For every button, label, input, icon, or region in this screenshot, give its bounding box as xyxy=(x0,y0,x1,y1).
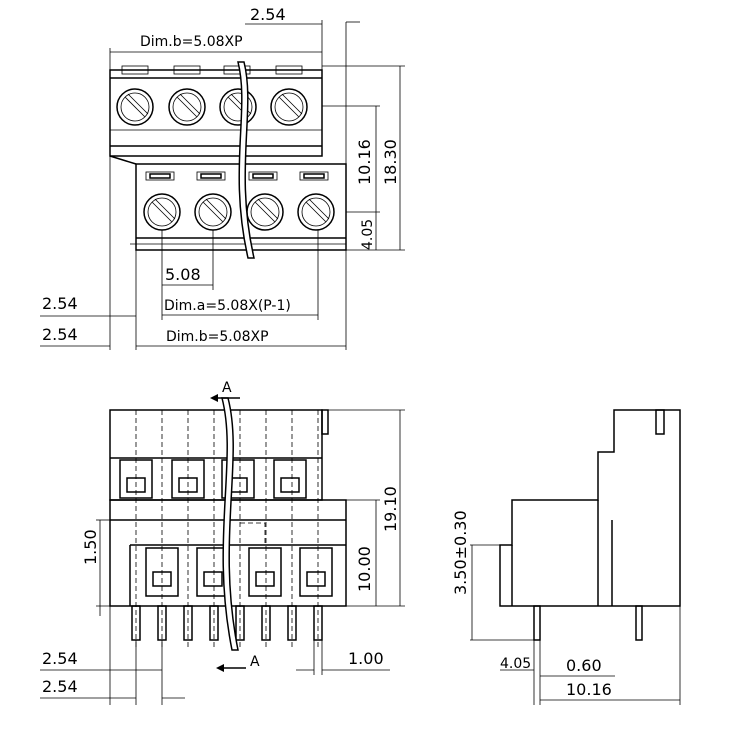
break-line xyxy=(237,61,255,259)
front-view: A A 10.00 19.10 1.50 2.54 2.54 1.00 xyxy=(40,380,405,705)
dim-100: 1.00 xyxy=(348,649,384,668)
lower-screws xyxy=(143,193,335,231)
dim-height-1016: 10.16 xyxy=(355,139,374,185)
dim-1000: 10.00 xyxy=(355,546,374,592)
dim-405-top: 4.05 xyxy=(360,219,376,250)
front-upper-windows xyxy=(119,459,307,499)
side-body-outline xyxy=(499,409,681,607)
dim-060: 0.60 xyxy=(566,656,602,675)
dim-1910: 19.10 xyxy=(381,486,400,532)
dim-254-a-front: 2.54 xyxy=(42,649,78,668)
section-marker-top: A xyxy=(222,380,232,396)
dim-254-b-top: 2.54 xyxy=(42,325,78,344)
side-pin-right xyxy=(635,605,643,641)
side-view: 3.50±0.30 4.05 0.60 10.16 xyxy=(451,409,681,705)
lower-latch-tabs xyxy=(145,171,329,181)
upper-body-outline xyxy=(109,69,323,157)
section-marker-bottom: A xyxy=(250,654,260,670)
front-break-line xyxy=(221,397,239,651)
upper-latch-tabs xyxy=(121,65,303,75)
side-pin-left xyxy=(533,605,541,641)
dim-350: 3.50±0.30 xyxy=(451,510,470,595)
dim-b-top: Dim.b=5.08XP xyxy=(140,34,243,50)
pin-centerlines xyxy=(135,410,319,650)
front-lower-windows xyxy=(145,547,333,597)
dim-pitch-508: 5.08 xyxy=(165,265,201,284)
top-view: 2.54 Dim.b=5.08XP 10.16 18.30 4.05 5.08 … xyxy=(40,5,405,350)
dim-405-side: 4.05 xyxy=(500,656,531,672)
dim-150: 1.50 xyxy=(81,529,100,565)
upper-screws xyxy=(116,88,308,126)
dim-254-b-front: 2.54 xyxy=(42,677,78,696)
dim-a: Dim.a=5.08X(P-1) xyxy=(164,298,291,314)
dim-b-bottom: Dim.b=5.08XP xyxy=(166,329,269,345)
dim-1016-side: 10.16 xyxy=(566,680,612,699)
dim-height-1830: 18.30 xyxy=(381,139,400,185)
dim-254-a-top: 2.54 xyxy=(42,294,78,313)
dim-pitch-top: 2.54 xyxy=(250,5,286,24)
front-upper-body xyxy=(109,409,323,501)
